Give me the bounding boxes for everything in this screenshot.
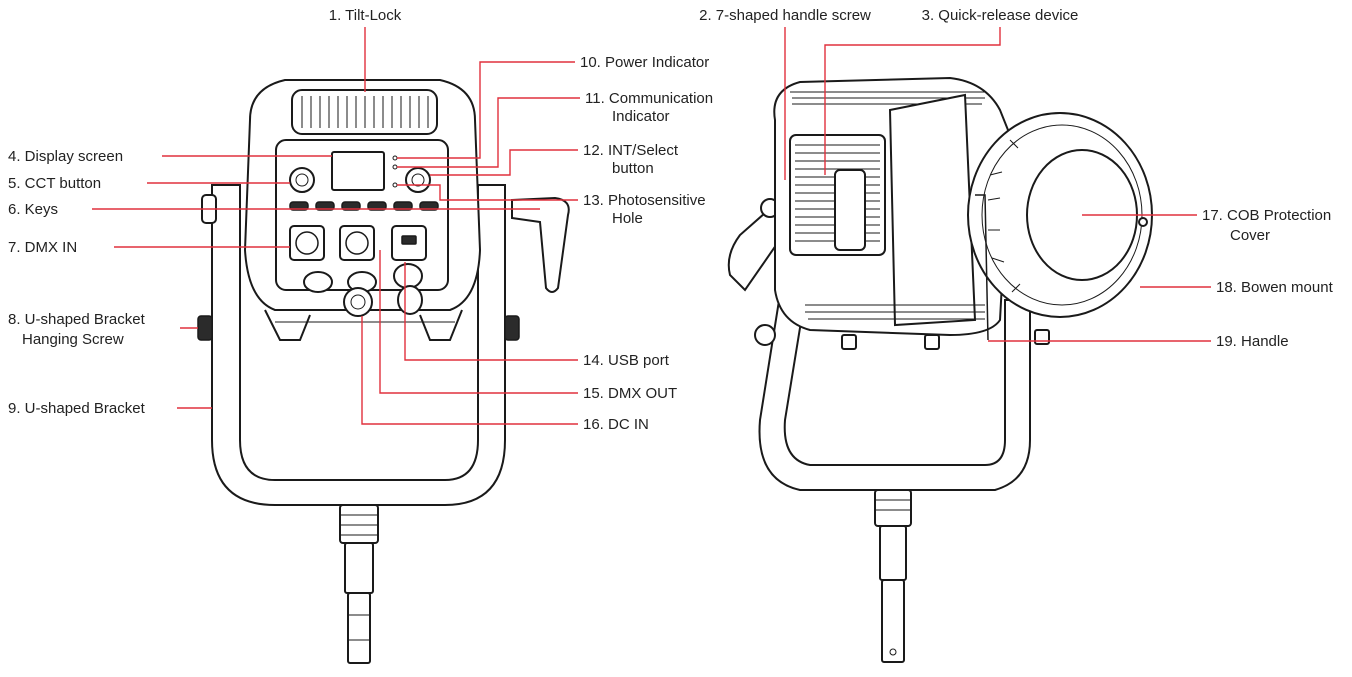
usb-cap xyxy=(397,285,423,315)
u-bracket-front xyxy=(211,184,506,506)
spigot-side-bottom xyxy=(881,579,905,663)
quick-release-device xyxy=(834,169,866,251)
bottom-feet xyxy=(264,309,463,341)
int-select-button xyxy=(405,167,431,193)
label-14: 14. USB port xyxy=(583,352,670,369)
label-11b: Indicator xyxy=(612,108,670,125)
bracket-screw-side xyxy=(754,324,776,346)
port-cap-3 xyxy=(393,263,423,289)
side-view-light xyxy=(727,76,1153,663)
label-8b: Hanging Screw xyxy=(22,331,124,348)
u-bracket-side xyxy=(758,198,1031,491)
label-2: 2. 7-shaped handle screw xyxy=(699,7,871,24)
label-15: 15. DMX OUT xyxy=(583,385,677,402)
int-select-button-inner xyxy=(411,173,425,187)
front-cage xyxy=(888,93,977,327)
label-13a: 13. Photosensitive xyxy=(583,192,706,209)
label-7: 7. DMX IN xyxy=(8,239,77,256)
cct-button xyxy=(289,167,315,193)
label-1: 1. Tilt-Lock xyxy=(329,7,402,24)
leader-lines xyxy=(92,27,1211,425)
label-5: 5. CCT button xyxy=(8,175,101,192)
label-13b: Hole xyxy=(612,210,643,227)
label-3: 3. Quick-release device xyxy=(922,7,1079,24)
label-11a: 11. Communication xyxy=(585,90,713,107)
cct-button-inner xyxy=(295,173,309,187)
label-12a: 12. INT/Select xyxy=(583,142,679,159)
dmx-out-port-panel xyxy=(339,225,375,261)
cover-latch xyxy=(1138,217,1148,227)
label-6: 6. Keys xyxy=(8,201,58,218)
label-17b: Cover xyxy=(1230,227,1270,244)
front-view-light xyxy=(197,79,570,664)
spigot-side-middle xyxy=(879,525,907,581)
label-18: 18. Bowen mount xyxy=(1216,279,1334,296)
label-4: 4. Display screen xyxy=(8,148,123,165)
side-handle xyxy=(975,194,989,341)
bottom-fins xyxy=(805,304,985,320)
label-9: 9. U-shaped Bracket xyxy=(8,400,146,417)
grill-slats xyxy=(301,96,429,128)
keys-row xyxy=(289,201,439,211)
label-12b: button xyxy=(612,160,654,177)
spigot-middle xyxy=(344,542,374,594)
hanging-screw-right xyxy=(504,315,520,341)
hanging-screw-left xyxy=(197,315,213,341)
tilt-lock-lever-front xyxy=(511,196,570,293)
dc-in-connector xyxy=(343,287,373,317)
dmx-in-port xyxy=(289,225,325,261)
label-8a: 8. U-shaped Bracket xyxy=(8,311,146,328)
label-16: 16. DC IN xyxy=(583,416,649,433)
label-17a: 17. COB Protection xyxy=(1202,207,1331,224)
spigot-top xyxy=(339,504,379,544)
label-10: 10. Power Indicator xyxy=(580,54,709,71)
label-19: 19. Handle xyxy=(1216,333,1289,350)
labels: 1. Tilt-Lock 2. 7-shaped handle screw 3.… xyxy=(8,7,1334,433)
port-cap-1 xyxy=(303,271,333,293)
spigot-side-top xyxy=(874,489,912,527)
spigot-bottom xyxy=(347,592,371,664)
display-screen xyxy=(331,151,385,191)
bowen-grip-ribs xyxy=(987,139,1021,293)
